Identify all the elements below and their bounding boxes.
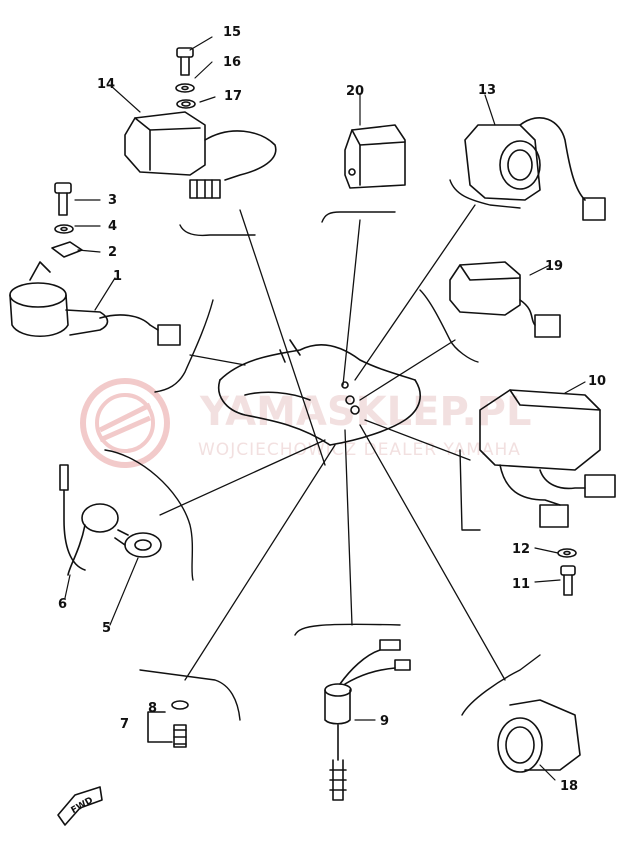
label-9: 9: [380, 714, 389, 729]
brake-switch-9: [324, 639, 411, 801]
bolt-11: [560, 565, 576, 596]
label-16: 16: [223, 55, 241, 70]
label-17: 17: [224, 89, 242, 104]
label-18: 18: [560, 779, 578, 794]
label-5: 5: [102, 621, 111, 636]
leader-lines: [159, 204, 506, 681]
relay-19: [449, 261, 561, 338]
label-10: 10: [588, 374, 606, 389]
horn-18: [497, 699, 581, 773]
forward-arrow-icon: [57, 786, 103, 826]
collar-17: [176, 99, 196, 109]
label-11: 11: [512, 577, 530, 592]
screw-15: [176, 47, 194, 76]
label-19: 19: [545, 259, 563, 274]
label-20: 20: [346, 84, 364, 99]
label-2: 2: [108, 245, 117, 260]
group-brackets: [104, 179, 541, 721]
starter-relay: [464, 116, 606, 221]
label-6: 6: [58, 597, 67, 612]
label-14: 14: [97, 77, 115, 92]
bolt-3: [54, 182, 72, 216]
washer-4: [54, 224, 74, 234]
forward-label: FWD: [70, 796, 95, 816]
washer-16: [175, 83, 195, 93]
yamaha-tuning-fork-logo-icon: [80, 378, 170, 468]
main-switch: [9, 261, 181, 346]
label-8: 8: [148, 701, 157, 716]
sensor-lead-6: [59, 464, 119, 576]
label-3: 3: [108, 193, 117, 208]
flasher-unit: [124, 111, 277, 199]
label-4: 4: [108, 219, 117, 234]
label-leaders: [64, 36, 586, 781]
label-15: 15: [223, 25, 241, 40]
pressure-switch-5: [114, 529, 162, 558]
watermark-brand: YAMASKLEP.PL: [199, 389, 531, 435]
part-number-labels: 15 16 17 14 20 13 19 3 4 2 1 10 12 11 6 …: [58, 25, 606, 794]
plate-2: [51, 241, 83, 258]
frame-outline: [218, 339, 421, 446]
relay-unit: [479, 389, 616, 528]
washer-12: [557, 548, 577, 558]
label-7: 7: [120, 717, 129, 732]
label-12: 12: [512, 542, 530, 557]
label-1: 1: [113, 269, 122, 284]
watermark-tagline: WOJCIECHOWICZ DEALER YAMAHA: [198, 440, 521, 460]
relay-cap: [344, 124, 406, 189]
neutral-switch-7: [147, 700, 189, 748]
label-13: 13: [478, 83, 496, 98]
watermark: YAMASKLEP.PL WOJCIECHOWICZ DEALER YAMAHA: [80, 378, 531, 468]
